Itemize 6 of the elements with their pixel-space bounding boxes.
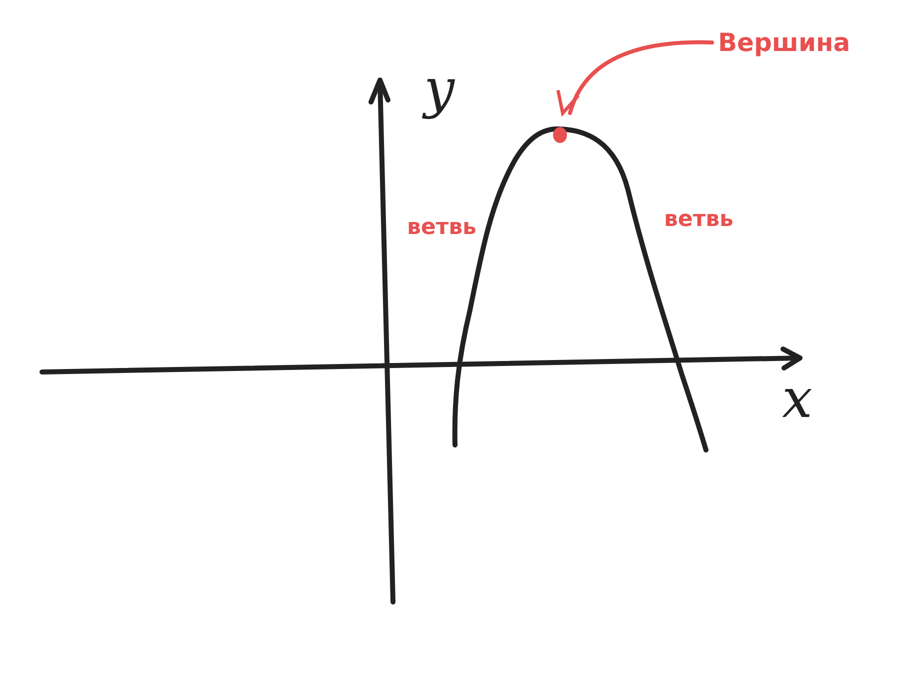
branch-label: ветвь — [664, 209, 734, 231]
leader-arrow — [558, 40, 714, 115]
vertex-point — [553, 127, 567, 143]
branch-label: ветвь — [407, 217, 476, 239]
axis-label: x — [782, 372, 812, 426]
callout-label: Вершина — [718, 30, 850, 55]
